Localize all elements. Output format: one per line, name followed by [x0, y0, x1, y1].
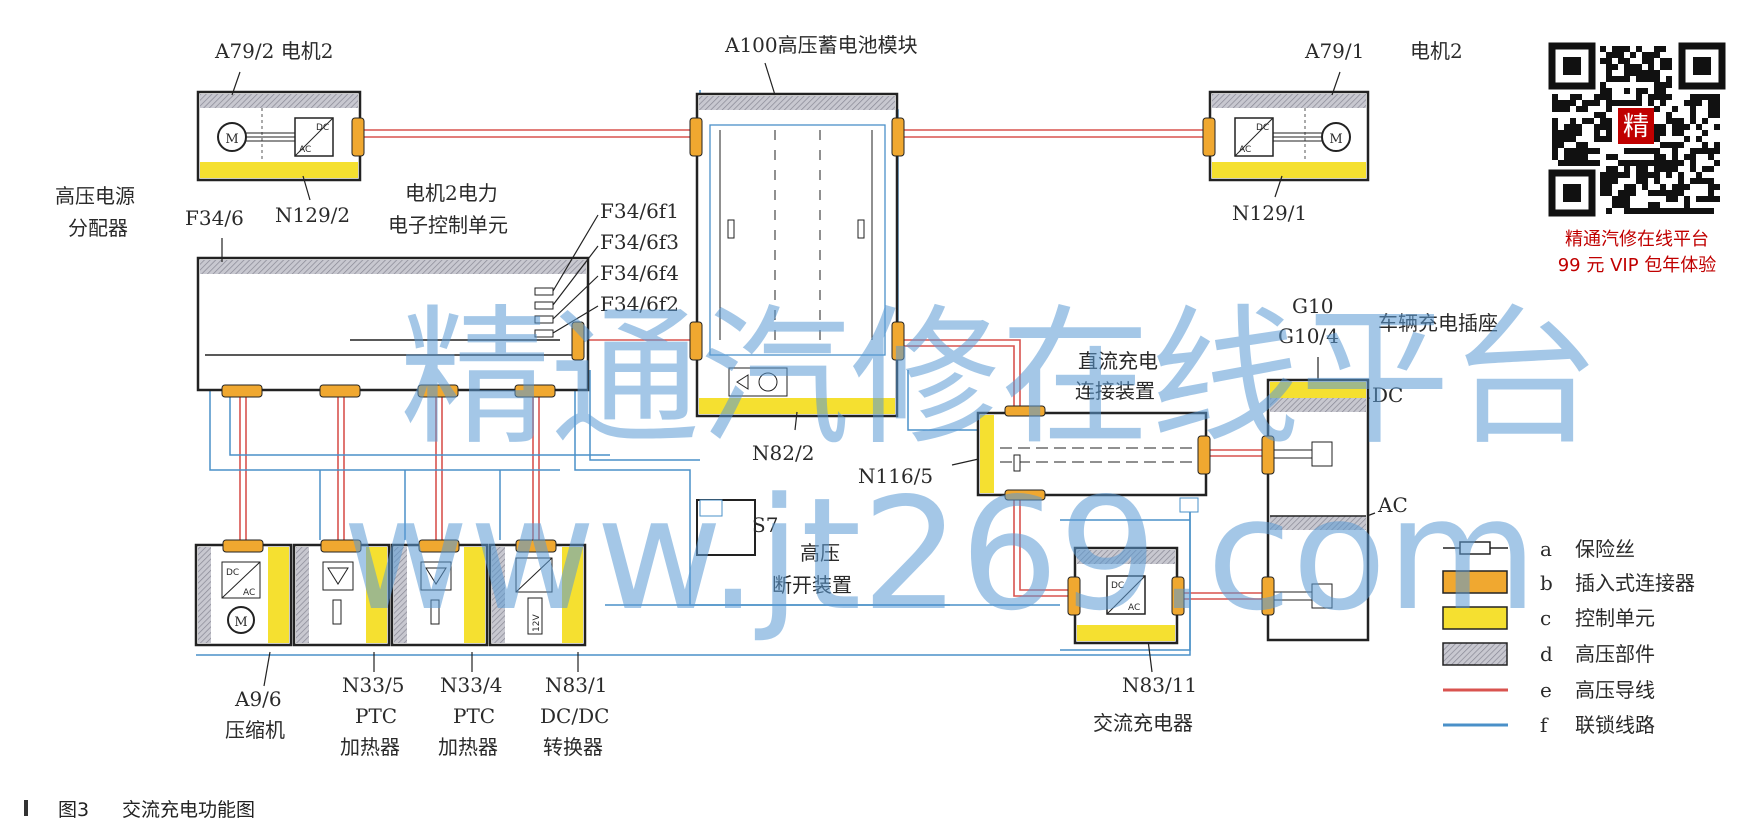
svg-text:断开装置: 断开装置 [772, 573, 852, 597]
svg-text:N82/2: N82/2 [752, 441, 814, 465]
legend-text-d: 高压部件 [1575, 642, 1655, 666]
a79-1-motor-unit: DC AC M [1202, 90, 1370, 182]
svg-text:N83/1: N83/1 [545, 673, 607, 697]
svg-text:N83/11: N83/11 [1122, 673, 1197, 697]
svg-text:连接装置: 连接装置 [1075, 379, 1155, 403]
svg-text:DC: DC [226, 568, 239, 578]
n83-1-dcdc-converter: 12V [488, 539, 587, 647]
svg-text:压缩机: 压缩机 [225, 718, 285, 742]
svg-text:DC: DC [1256, 123, 1269, 133]
g10-charging-socket [1261, 378, 1370, 642]
svg-text:交流充电功能图: 交流充电功能图 [122, 799, 255, 821]
legend-fuse-symbol [1443, 541, 1508, 555]
svg-text:DC: DC [316, 123, 329, 133]
legend-key-c: c [1540, 606, 1551, 630]
svg-text:分配器: 分配器 [68, 216, 128, 240]
s7-hv-disconnect [696, 499, 756, 556]
svg-text:图3: 图3 [58, 799, 89, 821]
svg-text:AC: AC [243, 588, 255, 598]
legend-key-d: d [1540, 642, 1553, 666]
svg-text:N129/1: N129/1 [1232, 201, 1307, 225]
svg-text:DC: DC [1111, 581, 1124, 591]
a79-2-motor-unit: M DC AC [196, 90, 365, 182]
svg-text:M: M [225, 132, 238, 147]
motor-icon [1321, 122, 1351, 152]
svg-text:精通汽修在线平台: 精通汽修在线平台 [400, 292, 1600, 466]
svg-text:A9/6: A9/6 [234, 687, 282, 711]
n83-11-ac-charger: DC AC [1067, 546, 1185, 645]
legend-text-b: 插入式连接器 [1575, 571, 1695, 595]
svg-text:AC: AC [299, 145, 311, 155]
svg-text:车辆充电插座: 车辆充电插座 [1378, 311, 1498, 335]
svg-text:高压电源: 高压电源 [55, 184, 135, 208]
svg-text:AC: AC [1239, 145, 1251, 155]
svg-text:F34/6f1: F34/6f1 [600, 199, 679, 223]
legend-text-c: 控制单元 [1575, 606, 1655, 630]
legend-key-e: e [1540, 678, 1552, 702]
svg-text:N33/4: N33/4 [440, 673, 502, 697]
svg-text:AC: AC [1377, 493, 1408, 517]
svg-text:电机2电力: 电机2电力 [405, 181, 498, 205]
svg-text:精: 精 [1623, 112, 1649, 142]
svg-text:N33/5: N33/5 [342, 673, 404, 697]
svg-text:F34/6: F34/6 [185, 206, 244, 230]
legend-key-f: f [1540, 713, 1549, 737]
svg-text:A79/2 电机2: A79/2 电机2 [214, 39, 333, 63]
svg-text:DC: DC [1372, 383, 1403, 407]
n116-5-dc-connection [976, 405, 1211, 513]
legend-key-b: b [1540, 571, 1553, 595]
sidebar-line-1: 精通汽修在线平台 [1565, 229, 1709, 250]
legend-text-a: 保险丝 [1575, 537, 1635, 561]
svg-text:高压: 高压 [800, 541, 840, 565]
svg-text:加热器: 加热器 [438, 735, 498, 759]
svg-text:G10/4: G10/4 [1278, 324, 1339, 348]
legend-text-f: 联锁线路 [1575, 713, 1655, 737]
svg-text:DC/DC: DC/DC [540, 704, 609, 728]
svg-text:PTC: PTC [355, 704, 397, 728]
legend-hv-component-swatch [1442, 642, 1508, 666]
svg-text:N129/2: N129/2 [275, 203, 350, 227]
svg-text:12V: 12V [532, 614, 542, 632]
svg-text:转换器: 转换器 [543, 735, 603, 759]
svg-text:交流充电器: 交流充电器 [1093, 711, 1193, 735]
svg-text:M: M [234, 615, 247, 630]
watermark: 精通汽修在线平台 www.jt269.com [342, 292, 1600, 645]
motor-icon [227, 606, 255, 634]
figure-caption: 图3 交流充电功能图 [24, 799, 255, 821]
qr-code: 精 [1548, 42, 1726, 217]
svg-text:电子控制单元: 电子控制单元 [388, 213, 508, 237]
svg-text:F34/6f3: F34/6f3 [600, 230, 679, 254]
svg-text:N116/5: N116/5 [858, 464, 933, 488]
a100-battery-module [689, 92, 905, 418]
svg-text:加热器: 加热器 [340, 735, 400, 759]
svg-text:电机2: 电机2 [1410, 39, 1463, 63]
legend-key-a: a [1540, 537, 1552, 561]
f34-6-distributor [196, 256, 590, 398]
diagram-labels: A79/2 电机2 A100高压蓄电池模块 A79/1 电机2 高压电源 分配器… [55, 33, 1498, 759]
svg-text:S7: S7 [752, 513, 778, 537]
svg-text:直流充电: 直流充电 [1078, 349, 1158, 373]
svg-text:AC: AC [1128, 603, 1140, 613]
legend-control-unit-swatch [1442, 606, 1508, 630]
svg-text:A100高压蓄电池模块: A100高压蓄电池模块 [724, 33, 918, 57]
legend: a 保险丝 b 插入式连接器 c 控制单元 d 高压部件 e 高压导线 f 联锁… [1442, 537, 1695, 737]
sidebar-line-2: 99 元 VIP 包年体验 [1558, 255, 1717, 276]
legend-connector-swatch [1442, 570, 1508, 594]
svg-text:PTC: PTC [453, 704, 495, 728]
svg-text:G10: G10 [1292, 294, 1333, 318]
a9-6-compressor: DC AC M [194, 539, 293, 647]
n33-4-ptc-heater [390, 539, 489, 647]
svg-text:F34/6f4: F34/6f4 [600, 261, 679, 285]
legend-text-e: 高压导线 [1575, 678, 1655, 702]
svg-text:A79/1: A79/1 [1304, 39, 1364, 63]
svg-text:M: M [1329, 132, 1342, 147]
n33-5-ptc-heater [292, 539, 391, 647]
svg-text:F34/6f2: F34/6f2 [600, 292, 679, 316]
svg-text:www.jt269.com: www.jt269.com [342, 464, 1537, 645]
